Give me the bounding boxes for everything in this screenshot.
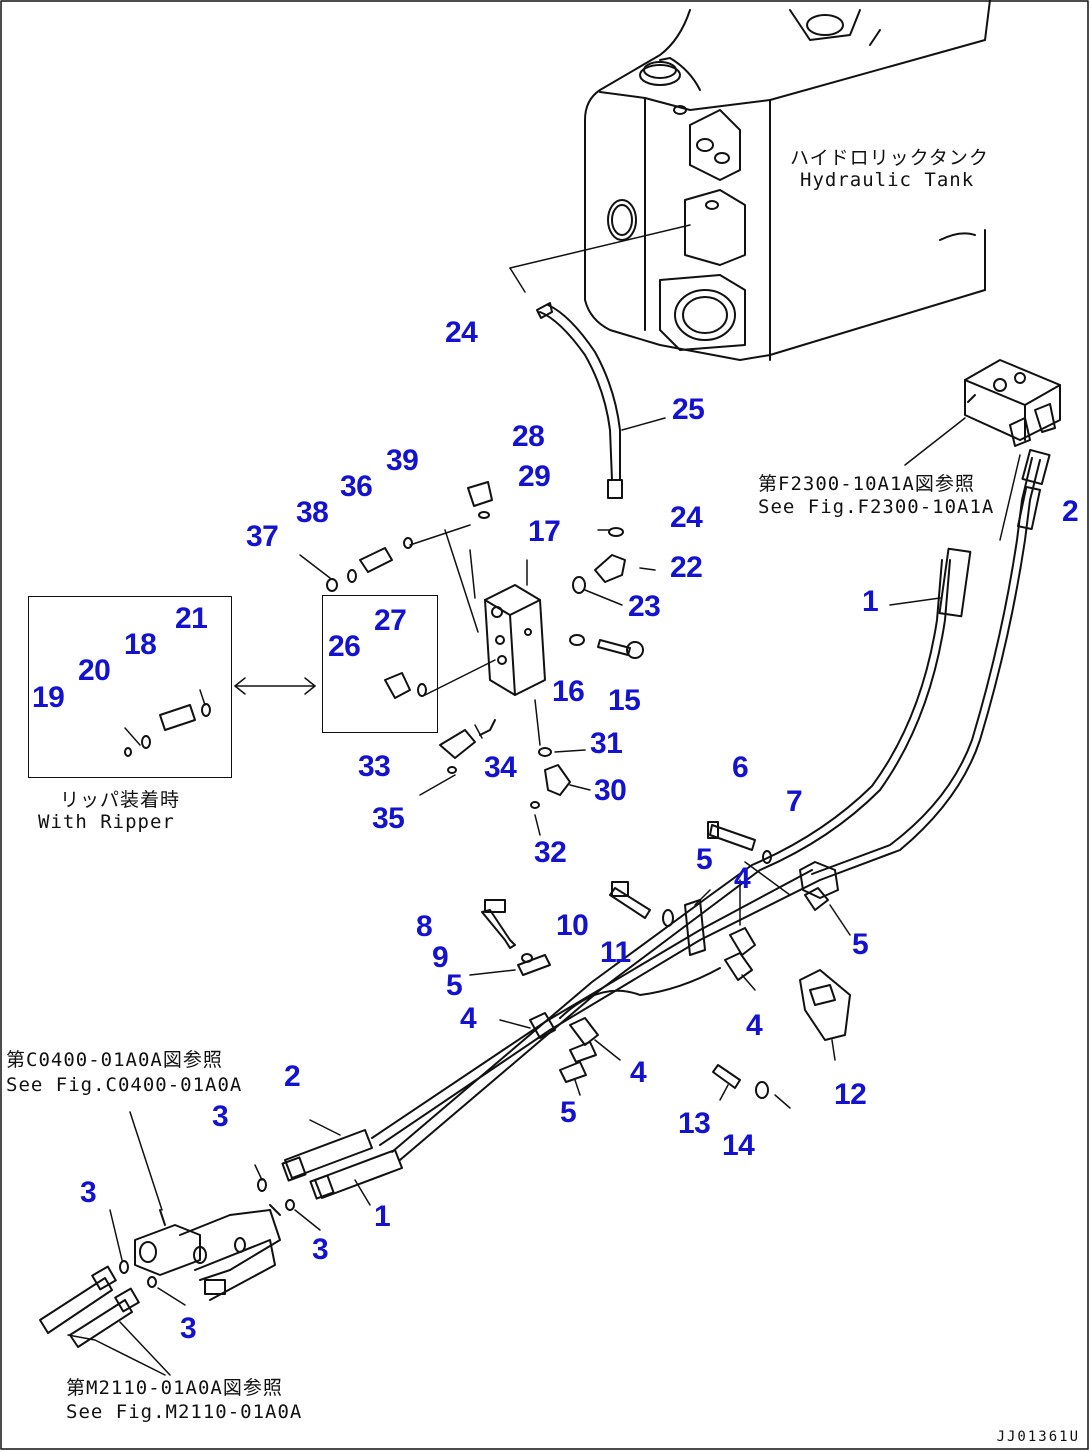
callout-15: 15	[608, 684, 641, 717]
pipe-25	[536, 302, 623, 499]
callout-34: 34	[484, 751, 517, 784]
hose-2-right	[811, 448, 1051, 881]
callout-21: 21	[175, 602, 208, 635]
ref-f2300-jp: 第F2300-10A1A図参照	[758, 473, 975, 495]
callout-3: 3	[212, 1100, 229, 1133]
ref-m2110-jp: 第M2110-01A0A図参照	[66, 1377, 283, 1399]
callout-13: 13	[678, 1107, 711, 1140]
callout-38: 38	[296, 496, 329, 529]
hose-1-right	[711, 547, 972, 901]
callout-3: 3	[180, 1312, 197, 1345]
callout-32: 32	[534, 836, 567, 869]
ripper-label-en: With Ripper	[38, 811, 175, 833]
valve-block-right	[964, 359, 1061, 447]
callout-39: 39	[386, 444, 419, 477]
callout-4: 4	[734, 862, 751, 895]
manifold-block	[484, 584, 546, 696]
callout-11: 11	[600, 936, 631, 969]
callout-36: 36	[340, 470, 373, 503]
callout-29: 29	[518, 460, 551, 493]
pipe-1-lower	[309, 1149, 403, 1200]
callout-2: 2	[1062, 495, 1079, 528]
callout-8: 8	[416, 910, 433, 943]
callout-30: 30	[594, 774, 627, 807]
callout-31: 31	[590, 727, 623, 760]
ref-c0400-en: See Fig.C0400-01A0A	[6, 1074, 243, 1096]
callout-10: 10	[556, 909, 589, 942]
bolts	[481, 821, 772, 1099]
callout-24: 24	[670, 501, 703, 534]
callout-9: 9	[432, 941, 449, 974]
callout-1: 1	[374, 1200, 391, 1233]
callout-22: 22	[670, 551, 703, 584]
ripper-option-box	[28, 596, 232, 778]
callout-5: 5	[852, 928, 869, 961]
callout-4: 4	[630, 1056, 647, 1089]
ref-c0400-jp: 第C0400-01A0A図参照	[6, 1049, 223, 1071]
callout-1: 1	[862, 585, 879, 618]
callout-28: 28	[512, 420, 545, 453]
callout-5: 5	[446, 969, 463, 1002]
callout-27: 27	[374, 604, 407, 637]
callout-19: 19	[32, 681, 65, 714]
pipe-2-lower	[281, 1129, 373, 1182]
callout-6: 6	[732, 751, 749, 784]
callout-2: 2	[284, 1060, 301, 1093]
callout-25: 25	[672, 393, 705, 426]
tank-label-en: Hydraulic Tank	[800, 169, 975, 191]
callout-33: 33	[358, 750, 391, 783]
callout-14: 14	[722, 1129, 755, 1162]
callout-12: 12	[834, 1078, 867, 1111]
callout-23: 23	[628, 590, 661, 623]
ref-m2110-en: See Fig.M2110-01A0A	[66, 1401, 303, 1423]
ripper-label-jp: リッパ装着時	[60, 789, 181, 811]
callout-7: 7	[786, 785, 803, 818]
callout-3: 3	[312, 1233, 329, 1266]
callout-5: 5	[560, 1096, 577, 1129]
option-fitting-box	[322, 595, 438, 733]
callout-3: 3	[80, 1176, 97, 1209]
callout-24: 24	[445, 316, 478, 349]
callout-26: 26	[328, 630, 361, 663]
ref-f2300-en: See Fig.F2300-10A1A	[758, 496, 995, 518]
tank-label-jp: ハイドロリックタンク	[790, 147, 989, 169]
callout-18: 18	[124, 628, 157, 661]
callout-5: 5	[696, 843, 713, 876]
callout-4: 4	[460, 1002, 477, 1035]
hydraulic-tank	[584, 0, 991, 361]
callout-17: 17	[528, 515, 561, 548]
callout-37: 37	[246, 520, 279, 553]
hoses-lower-left	[39, 1265, 140, 1348]
figure-id: JJ01361U	[996, 1429, 1080, 1445]
control-valve-assembly	[134, 1204, 281, 1301]
callout-35: 35	[372, 802, 405, 835]
clamps	[517, 861, 851, 1083]
callout-16: 16	[552, 675, 585, 708]
callout-4: 4	[746, 1009, 763, 1042]
callout-20: 20	[78, 654, 111, 687]
